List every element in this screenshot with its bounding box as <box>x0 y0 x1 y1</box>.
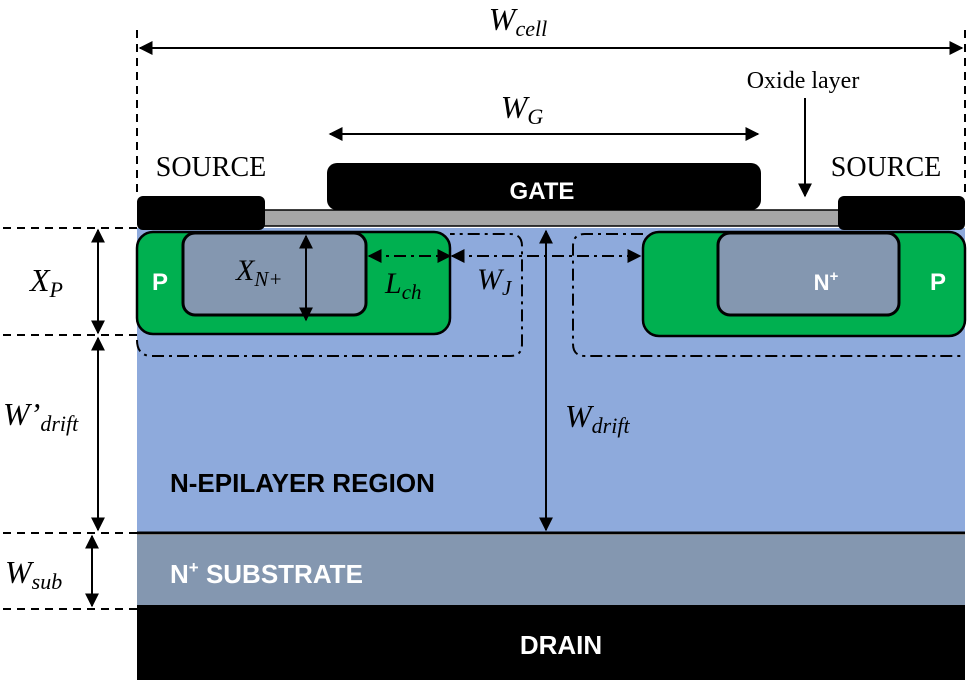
oxide-layer-label: Oxide layer <box>747 68 860 94</box>
w-cell-label: Wcell <box>489 1 547 41</box>
n-plus-region-left <box>181 231 368 317</box>
w-drift-label: Wdrift <box>565 398 630 438</box>
drain-contact <box>137 605 965 680</box>
depletion-boundary-right <box>572 233 965 357</box>
p-left-label: P <box>152 269 168 296</box>
l-ch-label: Lch <box>384 267 422 304</box>
gate-label: GATE <box>510 178 575 205</box>
w-drift-prime-label: W’drift <box>3 396 79 436</box>
p-right-label: P <box>930 269 946 296</box>
source-contact-left <box>137 196 265 230</box>
depletion-boundary-left <box>136 233 523 357</box>
n-plus-region-right <box>716 231 901 317</box>
n-substrate-label: N+ SUBSTRATE <box>170 558 363 589</box>
w-j-label: WJ <box>477 263 513 300</box>
x-n-plus-label: XN+ <box>235 254 283 291</box>
gate-electrode <box>327 163 761 210</box>
n-epilayer-label: N-EPILAYER REGION <box>170 468 435 498</box>
source-right-label: SOURCE <box>831 152 941 183</box>
w-g-label: WG <box>501 89 544 129</box>
n-plus-substrate <box>137 535 965 605</box>
drain-label: DRAIN <box>520 630 602 660</box>
w-sub-label: Wsub <box>5 554 62 594</box>
n-plus-right-label: N+ <box>814 268 839 295</box>
oxide-layer <box>261 209 845 227</box>
source-left-label: SOURCE <box>156 152 266 183</box>
source-contact-right <box>838 196 965 230</box>
x-p-label: XP <box>28 262 63 302</box>
